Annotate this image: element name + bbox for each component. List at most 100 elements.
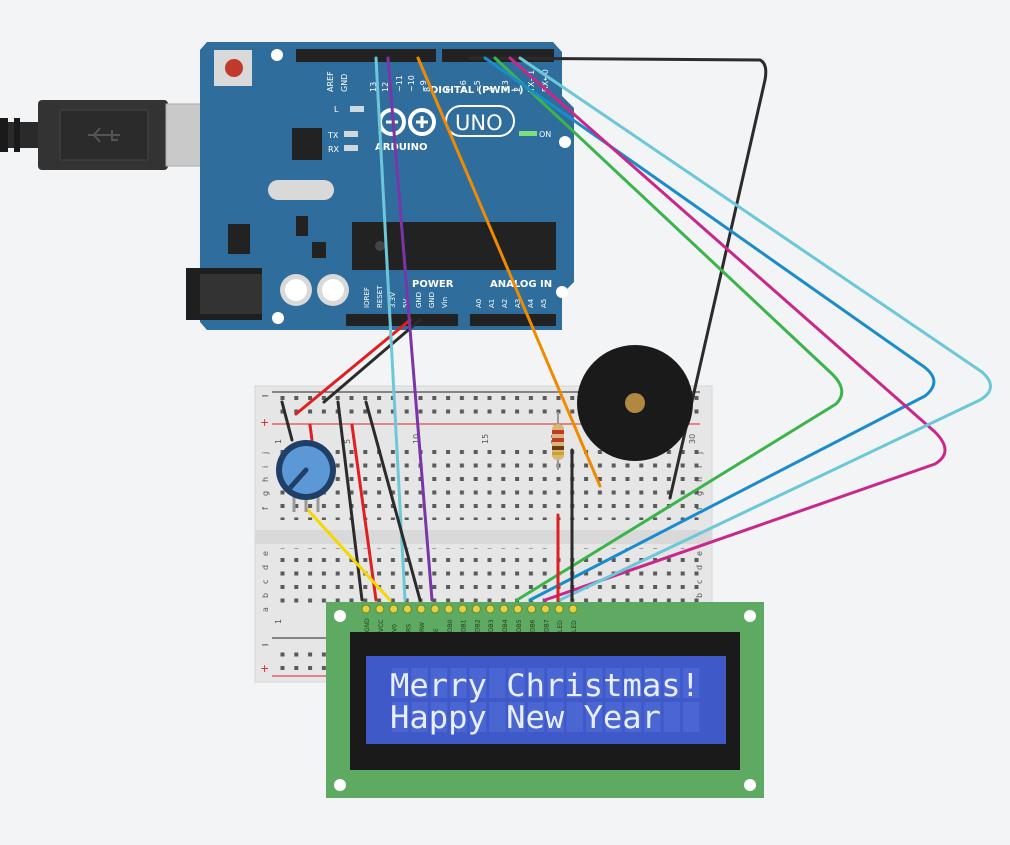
- arduino-brand: ARDUINO: [375, 142, 427, 153]
- lcd-cell: [392, 668, 409, 698]
- bb-row-left-g: g: [261, 491, 270, 496]
- lcd-pin-8[interactable]: [471, 604, 481, 614]
- lcd-pin-label-13: DB7: [543, 619, 550, 632]
- bb-row-left-d: d: [261, 565, 270, 570]
- lcd-pin-7[interactable]: [458, 604, 468, 614]
- wire-db7-cyan[interactable]: [518, 56, 992, 602]
- lcd-cell: [586, 702, 603, 732]
- lcd-cell: [489, 702, 506, 732]
- wire-pot-vcc[interactable]: [308, 423, 314, 442]
- lcd-pin-2[interactable]: [389, 604, 399, 614]
- lcd-pin-label-6: DB0: [447, 619, 454, 632]
- lcd-pin-11[interactable]: [513, 604, 523, 614]
- wire-db4-green[interactable]: [493, 56, 844, 602]
- lcd-cell: [469, 668, 487, 698]
- analog-pin-label-3: A3: [514, 299, 522, 308]
- analog-pin-label-1: A1: [488, 299, 496, 308]
- wire-buzzer-orange[interactable]: [416, 56, 602, 488]
- lcd-cell: [663, 702, 681, 732]
- wires: [280, 56, 992, 602]
- lcd-pin-label-0: GND: [364, 618, 371, 632]
- bb-row-left-e: e: [261, 551, 270, 556]
- lcd-pin-1[interactable]: [375, 604, 385, 614]
- pin-label-0: AREF: [326, 71, 335, 92]
- wire-db6-magenta[interactable]: [508, 56, 947, 602]
- wire-gnd-black[interactable]: [322, 318, 422, 404]
- pin-label-11: 4: [487, 87, 496, 92]
- wire-db5-blue[interactable]: [483, 56, 936, 602]
- analog-pin-label-2: A2: [501, 299, 509, 308]
- pin-label-8: 7: [445, 87, 454, 92]
- bb-row-right-b: b: [695, 593, 704, 598]
- rail-minus-top: −: [261, 391, 269, 402]
- lcd-cell: [392, 702, 409, 732]
- lcd-pin-6[interactable]: [444, 604, 454, 614]
- lcd-pin-label-7: DB1: [461, 619, 468, 632]
- wire-lcd-rw[interactable]: [364, 400, 422, 602]
- wire-lcd-vcc[interactable]: [350, 423, 378, 602]
- buzzer-icon[interactable]: [577, 345, 693, 461]
- digital-header-left: [296, 49, 436, 62]
- led-rx-label: RX: [328, 145, 340, 154]
- lcd-pin-12[interactable]: [527, 604, 537, 614]
- power-pin-label-5: GND: [428, 292, 436, 308]
- lcd-cell: [586, 668, 603, 698]
- bb-row-right-f: f: [695, 507, 704, 510]
- reset-button[interactable]: [225, 59, 243, 77]
- wire-v0-yellow[interactable]: [306, 508, 392, 602]
- lcd-pin-4[interactable]: [416, 604, 426, 614]
- pin-label-1: GND: [340, 74, 349, 92]
- pin-label-4: ~11: [395, 75, 404, 92]
- lcd-cell: [527, 702, 545, 732]
- lcd-pin-0[interactable]: [361, 604, 371, 614]
- arduino-model: UNO: [455, 111, 503, 135]
- power-pin-label-2: 3.3V: [389, 292, 397, 308]
- rail-plus-top: +: [260, 416, 269, 429]
- wire-buzzer-gnd[interactable]: [468, 56, 768, 500]
- power-pin-label-3: 5V: [402, 299, 410, 308]
- lcd-cell: [508, 702, 525, 732]
- bb-row-left-i: i: [261, 466, 270, 468]
- analog-pin-label-4: A4: [527, 298, 535, 308]
- lcd-cell: [566, 702, 584, 732]
- power-pin-label-0: IOREF: [363, 287, 371, 308]
- power-label: POWER: [412, 279, 454, 290]
- wire-pot-gnd[interactable]: [280, 400, 294, 442]
- lcd-pin-15[interactable]: [568, 604, 578, 614]
- wire-rs-cyan[interactable]: [374, 56, 407, 602]
- digital-label: DIGITAL (PWM~): [430, 85, 523, 96]
- lcd-cell: [411, 702, 428, 732]
- pin-label-5: ~10: [407, 75, 416, 92]
- power-header: [346, 314, 458, 326]
- lcd-cell: [566, 668, 584, 698]
- resistor-icon[interactable]: [552, 412, 564, 470]
- bb-row-left-a: a: [261, 607, 270, 612]
- lcd-pin-3[interactable]: [402, 604, 412, 614]
- lcd-pin-label-2: V0: [392, 624, 399, 632]
- on-label: ON: [539, 130, 551, 139]
- lcd-cell: [450, 668, 467, 698]
- bb-col-top-5: 5: [343, 439, 352, 444]
- lcd-pin-5[interactable]: [430, 604, 440, 614]
- led-tx-label: TX: [327, 131, 339, 140]
- potentiometer-icon[interactable]: [276, 440, 336, 512]
- lcd-pin-13[interactable]: [540, 604, 550, 614]
- bb-row-right-h: h: [695, 477, 704, 482]
- lcd-pin-14[interactable]: [554, 604, 564, 614]
- wire-e-purple[interactable]: [386, 56, 434, 602]
- lcd-cell: [508, 668, 525, 698]
- lcd-pin-label-12: DB6: [530, 619, 537, 632]
- bb-col-bottom-1: 1: [274, 619, 283, 624]
- lcd-pin-9[interactable]: [485, 604, 495, 614]
- power-pin-label-4: GND: [415, 292, 423, 308]
- pin-label-9: ~6: [459, 80, 468, 92]
- bb-row-right-c: c: [695, 580, 704, 584]
- lcd-cell: [411, 668, 428, 698]
- lcd-pin-10[interactable]: [499, 604, 509, 614]
- power-pin-label-6: Vin: [441, 297, 449, 308]
- bb-row-left-b: b: [261, 593, 270, 598]
- lcd-pin-label-3: RS: [405, 624, 412, 632]
